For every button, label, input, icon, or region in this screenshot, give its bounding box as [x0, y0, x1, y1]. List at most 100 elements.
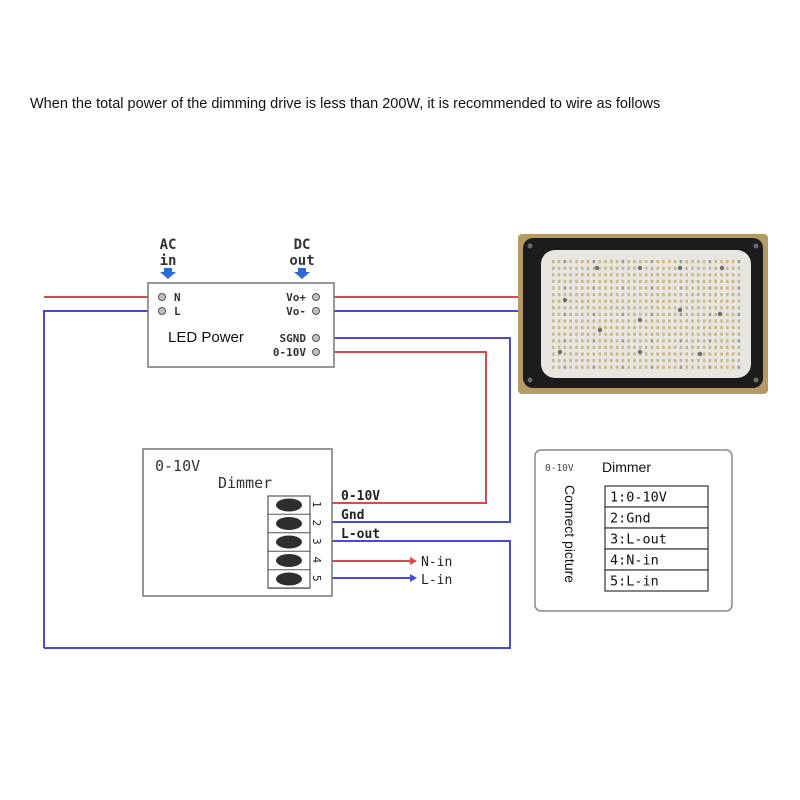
led-chip: [552, 326, 555, 330]
led-chip: [569, 326, 572, 330]
led-chip: [604, 326, 607, 330]
led-chip: [563, 319, 567, 323]
led-chip: [581, 345, 584, 349]
led-chip: [731, 273, 735, 277]
led-chip: [662, 306, 665, 310]
led-chip: [662, 332, 665, 336]
led-chip: [656, 266, 659, 270]
led-chip: [668, 345, 671, 349]
led-chip: [639, 273, 642, 277]
led-chip: [598, 312, 601, 316]
led-chip: [639, 286, 642, 290]
led-chip: [702, 279, 706, 283]
led-chip: [604, 286, 607, 290]
led-chip: [731, 365, 735, 369]
led-chip: [575, 260, 578, 264]
led-chip: [702, 352, 706, 356]
led-chip: [621, 273, 625, 277]
led-chip: [737, 326, 741, 330]
led-chip: [691, 312, 694, 316]
led-chip: [610, 319, 613, 323]
led-chip: [586, 299, 590, 303]
led-chip: [557, 266, 561, 270]
led-chip: [737, 352, 741, 356]
led-chip: [586, 365, 590, 369]
led-chip: [552, 365, 555, 369]
led-chip: [586, 339, 590, 343]
led-chip: [668, 312, 671, 316]
led-chip: [581, 286, 584, 290]
led-chip: [557, 332, 561, 336]
led-chip: [650, 286, 654, 290]
led-chip: [604, 339, 607, 343]
led-chip: [569, 332, 572, 336]
led-chip: [714, 332, 717, 336]
led-chip: [720, 365, 723, 369]
led-chip: [644, 286, 648, 290]
panel-mount-hole: [594, 265, 600, 271]
screw-terminal: [276, 535, 302, 549]
n-in-arrow-icon: [410, 557, 417, 565]
led-chip: [702, 273, 706, 277]
led-chip: [621, 293, 625, 297]
led-chip: [581, 293, 584, 297]
led-chip: [644, 279, 648, 283]
led-chip: [586, 319, 590, 323]
led-chip: [673, 332, 677, 336]
led-chip: [604, 345, 607, 349]
led-chip: [656, 312, 659, 316]
led-chip: [610, 359, 613, 363]
led-chip: [668, 260, 671, 264]
led-chip: [644, 345, 648, 349]
led-chip: [610, 352, 613, 356]
led-chip: [610, 306, 613, 310]
led-chip: [644, 326, 648, 330]
led-chip: [552, 299, 555, 303]
led-chip: [731, 359, 735, 363]
led-chip: [702, 266, 706, 270]
led-chip: [662, 312, 665, 316]
led-chip: [610, 326, 613, 330]
led-chip: [639, 299, 642, 303]
led-chip: [581, 273, 584, 277]
ac-l-wire: [43, 310, 160, 648]
led-chip: [708, 365, 712, 369]
led-chip: [610, 260, 613, 264]
led-chip: [621, 260, 625, 264]
led-chip: [679, 260, 683, 264]
led-chip: [610, 332, 613, 336]
led-chip: [615, 306, 619, 310]
screw-terminal: [276, 554, 302, 567]
led-chip: [627, 279, 630, 283]
led-chip: [662, 352, 665, 356]
led-chip: [650, 266, 654, 270]
led-power-supply: AC in DC out N L Vo+ Vo- SGND 0-10V LED …: [147, 237, 335, 368]
led-chip: [650, 273, 654, 277]
led-chip: [708, 319, 712, 323]
led-chip: [726, 293, 729, 297]
led-chip: [552, 319, 555, 323]
led-chip: [697, 339, 700, 343]
led-chip: [604, 365, 607, 369]
led-chip: [592, 312, 596, 316]
led-chip: [720, 339, 723, 343]
led-chip: [726, 345, 729, 349]
led-chip: [575, 345, 578, 349]
led-chip: [621, 345, 625, 349]
led-chip: [697, 286, 700, 290]
led-chip: [581, 332, 584, 336]
vo-minus-label: Vo-: [286, 305, 306, 318]
led-chip: [592, 339, 596, 343]
led-chip: [708, 312, 712, 316]
led-chip: [569, 339, 572, 343]
led-chip: [720, 279, 723, 283]
led-chip: [737, 365, 741, 369]
led-chip: [708, 299, 712, 303]
led-chip: [691, 266, 694, 270]
led-chip: [639, 339, 642, 343]
led-chip: [627, 352, 630, 356]
led-chip: [662, 339, 665, 343]
led-chip: [656, 359, 659, 363]
